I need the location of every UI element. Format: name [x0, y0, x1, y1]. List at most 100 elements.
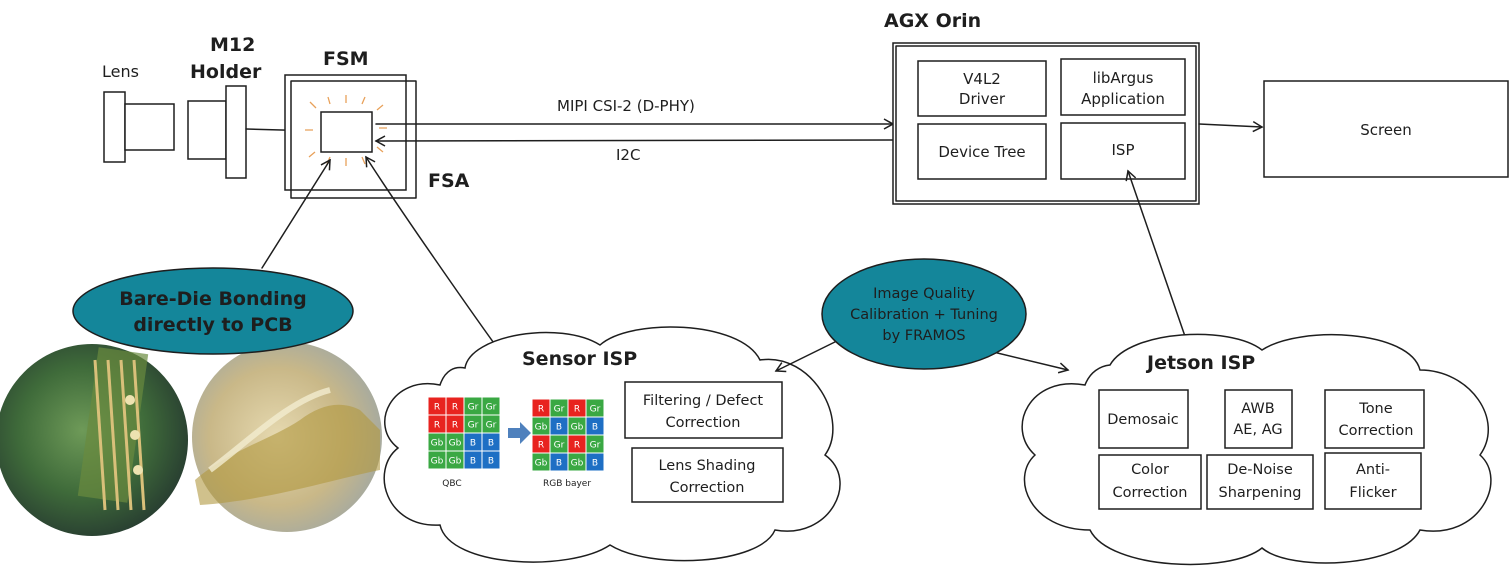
iq-to-jetson-isp-arrow: [984, 349, 1070, 374]
bare-die-photo-right: [192, 342, 382, 532]
pixel-cell-label: Gr: [554, 405, 565, 415]
iq-line3: by FRAMOS: [882, 328, 965, 344]
filtering-line2: Correction: [665, 415, 740, 431]
pixel-cell-label: Gb: [431, 457, 444, 467]
lens-shape: [103, 91, 175, 163]
lens-shading-line1: Lens Shading: [658, 458, 755, 474]
device-tree-box: [917, 123, 1047, 180]
pixel-cell-label: Gr: [590, 405, 601, 415]
iq-line1: Image Quality: [873, 286, 975, 302]
fsa-label: FSA: [428, 170, 470, 192]
fsm-label: FSM: [323, 48, 369, 70]
v4l2-box: [917, 60, 1047, 117]
v4l2-line1: V4L2: [963, 70, 1001, 88]
tone-line1: Tone: [1358, 401, 1392, 417]
pixel-cell-label: R: [574, 405, 580, 415]
pixel-cell-label: Gb: [535, 459, 548, 469]
sensor-isp-title: Sensor ISP: [522, 348, 637, 370]
tone-correction-box: [1324, 389, 1425, 449]
pixel-cell-label: B: [470, 439, 476, 449]
bare-die-photo-left: [0, 344, 188, 536]
agx-to-screen-arrow: [1198, 120, 1264, 133]
pixel-cell-label: R: [538, 441, 544, 451]
pixel-cell-label: Gb: [431, 439, 444, 449]
i2c-label: I2C: [616, 146, 640, 164]
pixel-cell-label: B: [556, 423, 562, 433]
pixel-cell-label: Gr: [554, 441, 565, 451]
holder-label-line2: Holder: [190, 61, 262, 83]
libargus-box: [1060, 58, 1186, 116]
agx-title: AGX Orin: [884, 10, 981, 32]
v4l2-line2: Driver: [959, 90, 1006, 108]
pixel-cell-label: B: [488, 439, 494, 449]
pixel-cell-label: B: [592, 459, 598, 469]
awb-line2: AE, AG: [1233, 422, 1282, 438]
pixel-cell-label: Gr: [486, 421, 497, 431]
filtering-line1: Filtering / Defect: [643, 393, 764, 409]
awb-box: [1224, 389, 1293, 449]
holder-label-line1: M12: [210, 34, 255, 56]
bonding-line2: directly to PCB: [133, 314, 292, 336]
denoise-line1: De-Noise: [1227, 462, 1293, 478]
pixel-cell-label: R: [452, 403, 458, 413]
jetson-isp-to-agx-isp-arrow: [1125, 169, 1189, 346]
device-tree-label: Device Tree: [938, 143, 1025, 161]
qbc-to-bayer-arrow-icon: [508, 422, 531, 444]
libargus-line2: Application: [1081, 90, 1165, 108]
bonding-bubble: [72, 267, 354, 355]
screen-box: [1263, 80, 1509, 178]
flicker-line2: Flicker: [1349, 485, 1396, 501]
rgb-bayer-label: RGB bayer: [543, 479, 591, 489]
qbc-label: QBC: [442, 479, 461, 489]
pixel-cell-label: Gr: [468, 403, 479, 413]
pixel-cell-label: B: [592, 423, 598, 433]
pixel-cell-label: B: [470, 457, 476, 467]
libargus-line1: libArgus: [1093, 69, 1154, 87]
jetson-isp-cloud: [1021, 333, 1492, 566]
demosaic-box: [1098, 389, 1189, 449]
agx-isp-box: [1060, 122, 1186, 180]
bonding-arrow: [261, 158, 331, 269]
fsm-board: [284, 74, 417, 199]
color-correction-box: [1098, 454, 1202, 510]
pixel-cell-label: R: [452, 421, 458, 431]
pixel-cell-label: Gr: [468, 421, 479, 431]
pixel-cell-label: B: [556, 459, 562, 469]
pixel-cell-label: Gr: [590, 441, 601, 451]
pixel-cell-label: R: [434, 403, 440, 413]
pixel-cell: [481, 450, 501, 470]
filtering-box: [624, 381, 783, 439]
denoise-box: [1206, 454, 1314, 510]
lens-label: Lens: [102, 62, 139, 81]
color-line1: Color: [1131, 462, 1169, 478]
demosaic-label: Demosaic: [1107, 412, 1179, 428]
image-quality-bubble: [821, 258, 1027, 370]
flicker-line1: Anti-: [1356, 462, 1390, 478]
pixel-cell-label: Gb: [449, 457, 462, 467]
jetson-isp-title: Jetson ISP: [1145, 352, 1255, 374]
m12-holder-shape: [187, 85, 247, 179]
pixel-cell-label: R: [434, 421, 440, 431]
pixel-cell-label: Gb: [571, 423, 584, 433]
bonding-line1: Bare-Die Bonding: [119, 288, 307, 310]
pixel-cell: [585, 452, 605, 472]
mipi-label: MIPI CSI-2 (D-PHY): [557, 97, 695, 115]
iq-to-sensor-isp-arrow: [774, 337, 844, 373]
screen-label: Screen: [1360, 121, 1412, 139]
lens-shading-box: [631, 447, 784, 503]
pixel-cell-label: R: [538, 405, 544, 415]
agx-isp-label: ISP: [1112, 141, 1135, 159]
pixel-cell-label: Gb: [449, 439, 462, 449]
awb-line1: AWB: [1241, 401, 1274, 417]
i2c-arrow: [374, 135, 894, 147]
color-line2: Correction: [1112, 485, 1187, 501]
pixel-cell-label: Gb: [535, 423, 548, 433]
pixel-cell-label: R: [574, 441, 580, 451]
anti-flicker-box: [1324, 452, 1422, 510]
pixel-cell-label: Gr: [486, 403, 497, 413]
pixel-cell-label: B: [488, 457, 494, 467]
lens-shading-line2: Correction: [669, 480, 744, 496]
tone-line2: Correction: [1338, 423, 1413, 439]
